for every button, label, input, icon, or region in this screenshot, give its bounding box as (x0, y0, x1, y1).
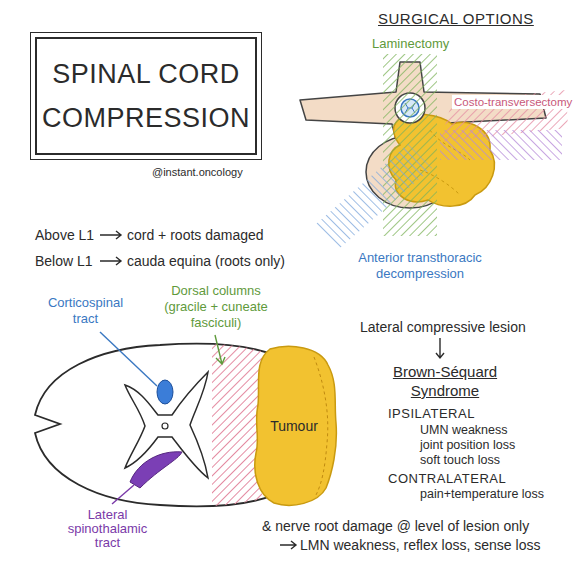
label-slot: Brown-Séquard Syndrome (375, 362, 515, 400)
note-text: Below L1 (35, 252, 93, 270)
label-slot: Corticospinal tract (38, 295, 133, 327)
note-text: Above L1 (35, 226, 94, 244)
approach-label: Anterior transthoracic decompression (340, 250, 500, 282)
title-text: SPINAL CORD COMPRESSION (41, 52, 251, 140)
lateral-band (440, 130, 562, 160)
label-slot: Below L1 (35, 252, 93, 270)
note-text: LMN weakness, reflex loss, sense loss (300, 537, 540, 553)
label-slot: SURGICAL OPTIONS (378, 10, 534, 28)
section-heading: SURGICAL OPTIONS (378, 10, 534, 28)
tumour-fill (255, 346, 337, 505)
label-slot: Lateral compressive lesion (360, 318, 526, 336)
label-slot: Above L1 (35, 226, 94, 244)
label-slot: UMN weakness (420, 423, 508, 438)
leader-line (100, 332, 157, 386)
tract-label: Dorsal columns (gracile + cuneate fascic… (152, 283, 280, 331)
label-slot: & nerve root damage @ level of lesion on… (262, 517, 529, 535)
node-text: Tumour (270, 418, 318, 435)
note-text: cord + roots damaged (127, 226, 264, 244)
approach-label: Laminectomy (372, 36, 449, 52)
tumour-blob: Tumour (250, 343, 338, 510)
label-slot: Lateral spinothalamic tract (55, 508, 160, 550)
arrow (280, 541, 296, 549)
note-text: Lateral compressive lesion (360, 318, 526, 336)
label-slot: Anterior transthoracic decompression (340, 250, 500, 282)
label-slot: cauda equina (roots only) (127, 252, 285, 270)
laminectomy-band (383, 54, 437, 236)
label-slot: LMN weakness, reflex loss, sense loss (300, 537, 540, 553)
label-slot: cord + roots damaged (127, 226, 264, 244)
arrow (100, 257, 121, 265)
label-slot: Laminectomy (372, 36, 449, 52)
label-slot: CONTRALATERAL (388, 471, 506, 487)
sign-text: UMN weakness (420, 423, 508, 438)
label-slot: Costo-transversectomy (452, 92, 574, 110)
sign-text: joint position loss (420, 438, 515, 453)
label-slot: pain+temperature loss (420, 487, 544, 502)
title-frame: SPINAL CORD COMPRESSION (30, 32, 262, 160)
leader-arrow (215, 335, 225, 364)
label-slot: soft touch loss (420, 453, 500, 468)
cord-section (35, 340, 293, 510)
sign-text: soft touch loss (420, 453, 500, 468)
leader-line (112, 485, 134, 504)
side-heading: CONTRALATERAL (388, 471, 506, 487)
watermark: @instant.oncology (152, 166, 243, 179)
corticospinal-tract (157, 380, 173, 404)
syndrome-name: Brown-Séquard Syndrome (375, 362, 515, 400)
label-slot: IPSILATERAL (388, 406, 475, 422)
anterior-band (316, 144, 432, 248)
tract-label: Lateral spinothalamic tract (55, 508, 160, 550)
label-slot: joint position loss (420, 438, 515, 453)
tract-label: Corticospinal tract (38, 295, 133, 327)
label-slot: Dorsal columns (gracile + cuneate fascic… (152, 283, 280, 331)
arrow (436, 338, 444, 358)
note-text: & nerve root damage @ level of lesion on… (262, 517, 529, 535)
label-slot: @instant.oncology (152, 166, 243, 179)
central-canal (162, 423, 168, 429)
dorsal-column-hatch (212, 340, 262, 510)
spinothalamic-tract (130, 452, 182, 488)
sign-text: pain+temperature loss (420, 487, 544, 502)
arrow (100, 231, 121, 239)
approach-label: Costo-transversectomy (452, 95, 574, 109)
title-inner-frame: SPINAL CORD COMPRESSION (35, 37, 257, 155)
note-text: cauda equina (roots only) (127, 252, 285, 270)
side-heading: IPSILATERAL (388, 406, 475, 422)
